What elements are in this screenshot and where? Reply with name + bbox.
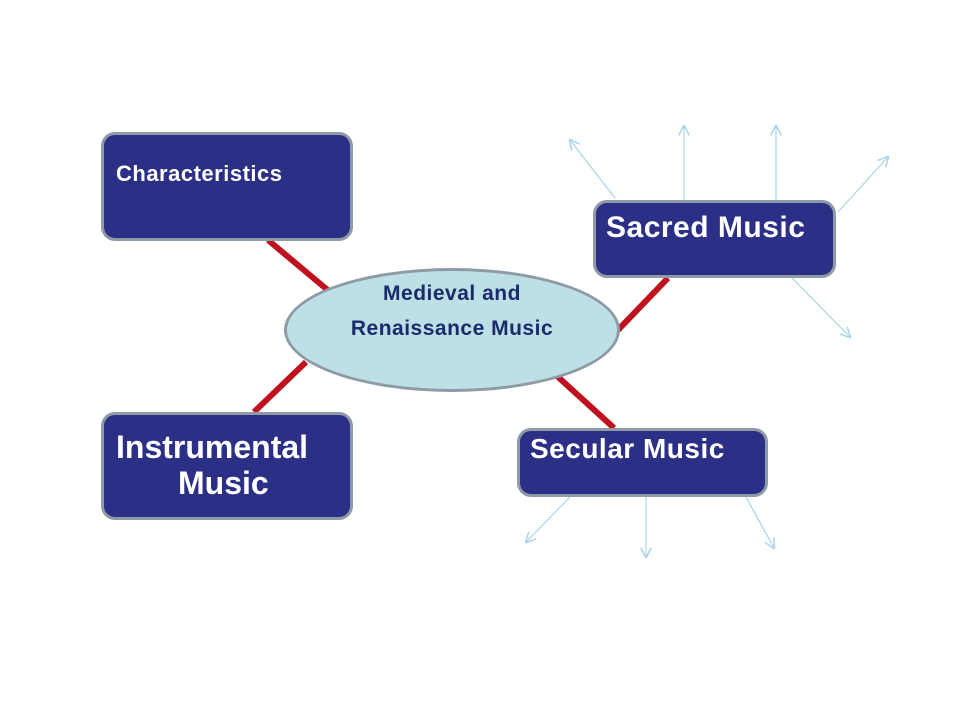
instrumental-music-node[interactable]: Instrumental Music bbox=[101, 412, 353, 520]
connector-sacred bbox=[615, 275, 671, 333]
instrumental-music-label-line1: Instrumental bbox=[116, 429, 309, 465]
arrow-secular-3 bbox=[745, 496, 774, 548]
central-topic-line1: Medieval and bbox=[383, 282, 521, 305]
connector-secular bbox=[554, 373, 617, 431]
characteristics-node[interactable]: Characteristics bbox=[101, 132, 353, 241]
central-topic-ellipse[interactable]: Medieval and Renaissance Music bbox=[284, 268, 620, 392]
secular-music-node[interactable]: Secular Music bbox=[517, 428, 768, 497]
arrow-sacred-4 bbox=[837, 157, 888, 213]
secular-music-label: Secular Music bbox=[530, 433, 725, 464]
arrow-sacred-1 bbox=[570, 140, 616, 199]
arrow-secular-1 bbox=[526, 496, 571, 542]
characteristics-label: Characteristics bbox=[116, 161, 283, 186]
sacred-music-node[interactable]: Sacred Music bbox=[593, 200, 836, 278]
instrumental-music-label-line2: Music bbox=[178, 465, 269, 501]
central-topic-line2: Renaissance Music bbox=[350, 317, 554, 340]
connector-instrumental bbox=[251, 359, 309, 415]
connector-characteristics bbox=[266, 237, 332, 295]
arrow-sacred-5 bbox=[791, 277, 850, 337]
sacred-music-label: Sacred Music bbox=[606, 211, 806, 244]
